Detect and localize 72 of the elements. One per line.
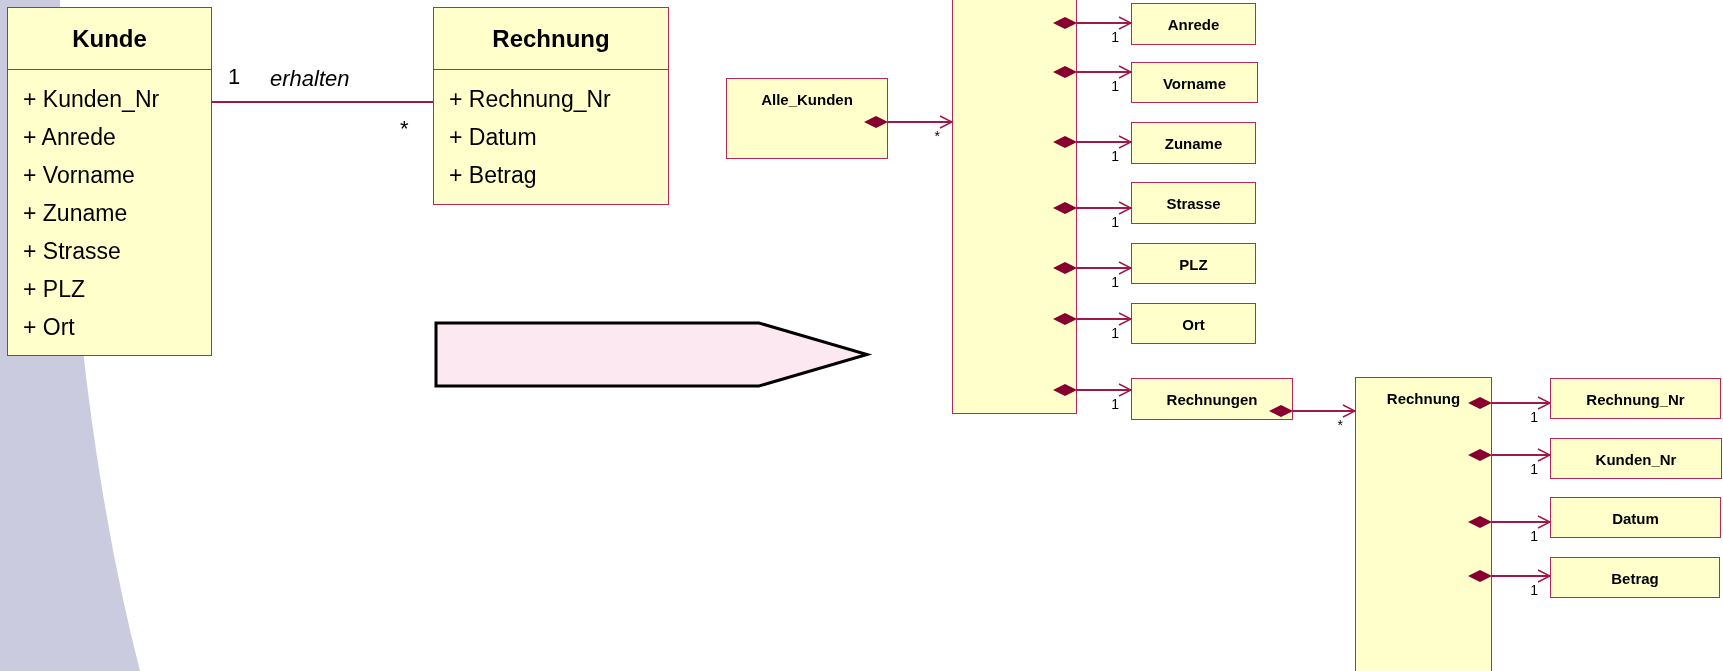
class-box (1550, 438, 1722, 479)
class-name: Ort (1182, 315, 1205, 335)
composition-arrow (1269, 404, 1356, 418)
class-box (7, 7, 212, 356)
composition-arrow (864, 115, 953, 129)
multiplicity-label: * (934, 128, 940, 144)
class-name: Rechnung_Nr (1586, 390, 1685, 410)
multiplicity-label: 1 (1530, 528, 1538, 544)
class-name: Vorname (1162, 74, 1227, 94)
multiplicity-label: 1 (1111, 214, 1119, 230)
class-name: Kunde (72, 23, 147, 54)
composition-arrow (1053, 261, 1132, 275)
association-line (211, 101, 434, 103)
composition-arrow (1468, 396, 1551, 410)
multiplicity-label: 1 (1530, 461, 1538, 477)
class-name: PLZ (1179, 255, 1208, 275)
class-name: Anrede (1167, 15, 1220, 35)
composition-arrow (1053, 383, 1132, 397)
class-box (433, 7, 669, 205)
attribute-text: + PLZ (23, 275, 85, 304)
multiplicity-label: 1 (1530, 409, 1538, 425)
class-box (952, 0, 1077, 414)
multiplicity-label: 1 (1111, 29, 1119, 45)
multiplicity-label: 1 (1111, 274, 1119, 290)
attribute-text: + Kunden_Nr (23, 85, 160, 114)
composition-arrow (1053, 201, 1132, 215)
class-box (1131, 3, 1256, 45)
composition-arrow (1468, 569, 1551, 583)
attribute-text: + Betrag (449, 161, 537, 190)
multiplicity-label: * (400, 115, 409, 143)
class-name: Rechnungen (1166, 390, 1258, 410)
multiplicity-label: 1 (1111, 148, 1119, 164)
class-name: Alle_Kunden (761, 90, 853, 110)
multiplicity-label: 1 (1111, 325, 1119, 341)
class-box (1131, 303, 1256, 344)
class-box (1355, 377, 1492, 671)
association-label: erhalten (270, 65, 350, 93)
class-box (1131, 378, 1293, 420)
class-box (1550, 557, 1720, 598)
multiplicity-label: 1 (228, 63, 241, 91)
class-name: Rechnung (492, 23, 610, 54)
class-name: Betrag (1611, 569, 1659, 589)
attribute-text: + Strasse (23, 237, 121, 266)
class-box (1131, 182, 1256, 224)
multiplicity-label: 1 (1111, 78, 1119, 94)
attribute-text: + Rechnung_Nr (449, 85, 611, 114)
composition-arrow (1053, 312, 1132, 326)
composition-arrow (1053, 16, 1132, 30)
attribute-text: + Datum (449, 123, 537, 152)
class-box (1131, 122, 1256, 164)
class-name: Rechnung (1386, 389, 1461, 409)
composition-arrow (1468, 448, 1551, 462)
class-box (726, 78, 888, 159)
attribute-text: + Anrede (23, 123, 116, 152)
attribute-text: + Zuname (23, 199, 128, 228)
class-box (1550, 378, 1721, 419)
class-box (1131, 243, 1256, 284)
composition-arrow (1468, 515, 1551, 529)
class-name: Kunden_Nr (1595, 450, 1677, 470)
multiplicity-label: 1 (1111, 396, 1119, 412)
composition-arrow (1053, 135, 1132, 149)
attribute-text: + Ort (23, 313, 75, 342)
attribute-text: + Vorname (23, 161, 135, 190)
class-name: Zuname (1164, 134, 1223, 154)
block-arrow (434, 321, 873, 388)
class-box (1131, 62, 1258, 103)
composition-arrow (1053, 65, 1132, 79)
multiplicity-label: 1 (1530, 582, 1538, 598)
class-name: Strasse (1166, 194, 1221, 214)
class-name: Datum (1612, 509, 1659, 529)
multiplicity-label: * (1337, 417, 1343, 433)
class-box (1550, 497, 1721, 538)
